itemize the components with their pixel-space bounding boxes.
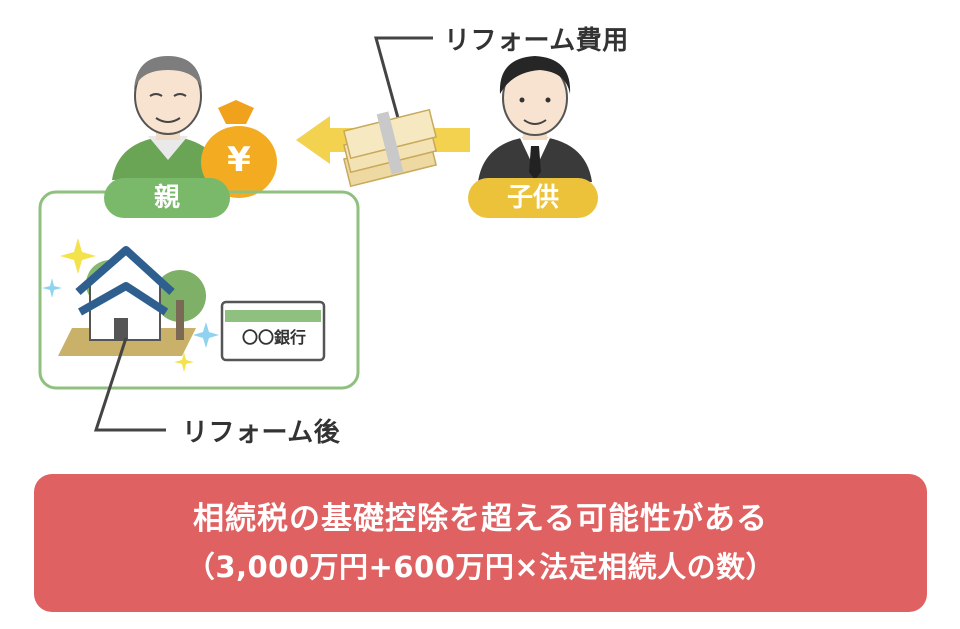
bank-name: 〇〇銀行 [241, 328, 306, 347]
after-reform-callout-line [93, 337, 166, 432]
parent-figure [112, 56, 224, 180]
sparkle-blue-icon [42, 278, 219, 348]
reform-cost-callout-line [374, 36, 433, 119]
cash-stack-icon [343, 108, 437, 188]
child-badge: 子供 [468, 178, 598, 218]
banner-line-1: 相続税の基礎控除を超える可能性がある [192, 501, 769, 537]
bankbook-icon [220, 300, 326, 362]
house-icon [58, 246, 206, 356]
banner-line-2: （3,000万円+600万円×法定相続人の数） [185, 550, 776, 584]
parent-badge: 親 [104, 178, 230, 218]
inheritance-tax-banner: 相続税の基礎控除を超える可能性がある （3,000万円+600万円×法定相続人の… [34, 474, 927, 612]
yen-symbol: ¥ [227, 140, 251, 180]
after-reform-label: リフォーム後 [182, 418, 341, 448]
child-figure [478, 56, 592, 182]
reform-cost-label: リフォーム費用 [444, 26, 629, 56]
sparkle-icon [60, 238, 194, 372]
